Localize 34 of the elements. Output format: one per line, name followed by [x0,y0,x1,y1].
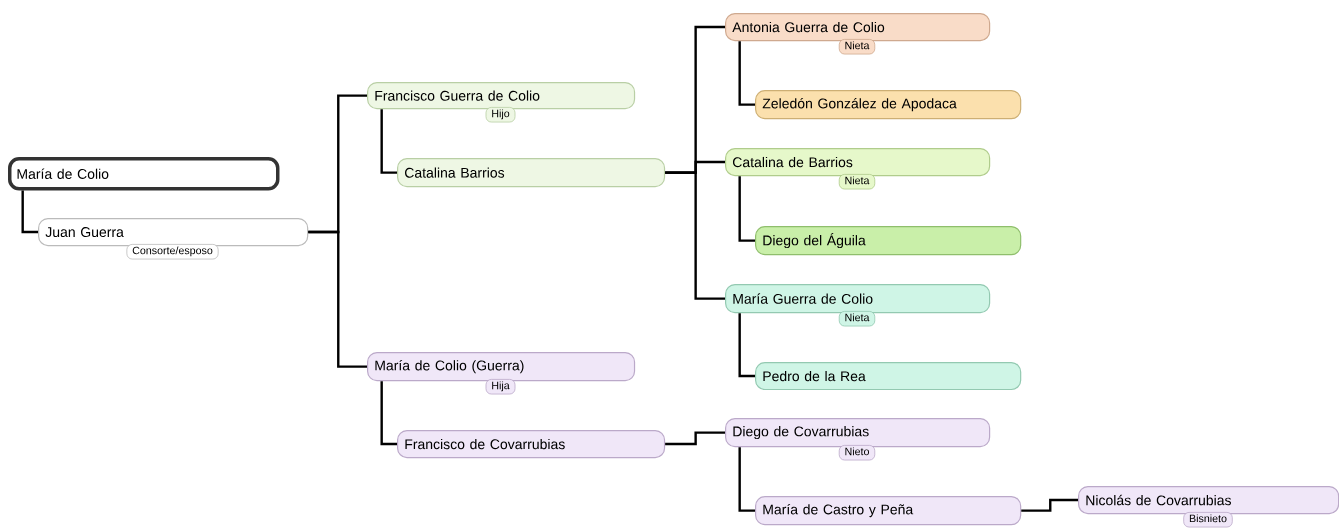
relation-tag: Hija [485,379,516,395]
person-box: Antonia Guerra de Colio [725,13,991,42]
relation-tag: Nieta [838,174,876,190]
connector-line [738,313,755,378]
connector-line [665,431,725,446]
relation-tag: Nieto [838,445,876,461]
connector-line [738,176,755,242]
relation-tag: Nieta [838,311,876,327]
person-box: Pedro de la Rea [755,362,1022,391]
person-box: Diego del Águila [755,226,1022,256]
relation-tag: Consorte/esposo [126,244,219,260]
connector-line [1021,498,1078,512]
person-box: Zeledón González de Apodaca [755,90,1022,120]
person-box: María de Colio [8,157,280,191]
person-box: María de Castro y Peña [755,496,1022,526]
person-box: Nicolás de Covarrubias [1078,486,1339,515]
person-box: María Guerra de Colio [725,284,991,314]
person-box: María de Colio (Guerra) [367,352,636,382]
person-box: Catalina de Barrios [725,148,991,177]
person-box: Juan Guerra [38,218,309,247]
person-box: Catalina Barrios [397,158,666,188]
person-box: Francisco Guerra de Colio [367,82,636,110]
connector-line [665,171,725,300]
person-box: Francisco de Covarrubias [397,430,666,459]
connector-line [738,447,755,512]
person-box: Diego de Covarrubias [725,418,991,448]
relation-tag: Bisnieto [1183,512,1233,528]
connector-line [380,381,397,446]
connector-line [308,230,367,368]
relation-tag: Nieta [838,39,876,55]
connector-line [738,41,755,106]
connector-line [21,190,38,234]
relation-tag: Hijo [485,107,516,123]
connector-line [380,109,397,174]
